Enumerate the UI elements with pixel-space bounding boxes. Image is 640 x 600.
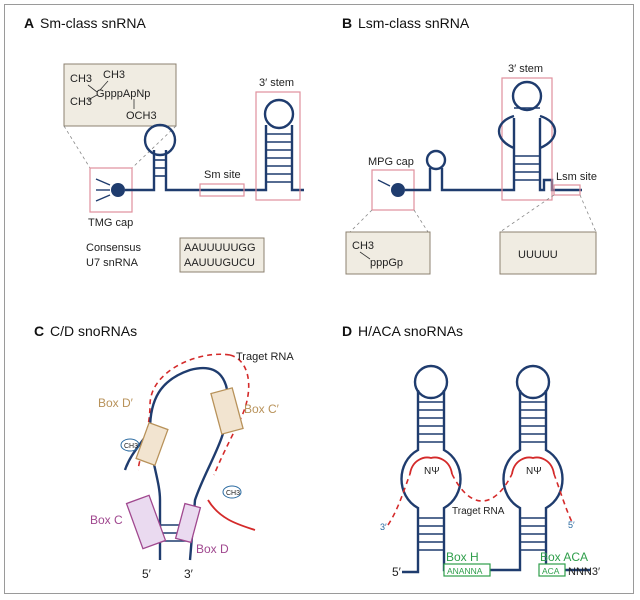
box-d-prime: [135, 421, 169, 467]
box-h-label: Box H: [446, 550, 479, 564]
box-d: [174, 502, 202, 544]
mpg-chem-core: pppGp: [370, 257, 403, 269]
small-loop: [425, 149, 447, 171]
cap-dot: [111, 183, 125, 197]
box-c-label: Box C: [90, 513, 123, 527]
end-3-label: 3′: [184, 567, 194, 581]
hairpin-loop: [143, 123, 177, 157]
target-rna-label: Traget RNA: [452, 506, 505, 517]
tmg-cap-label: TMG cap: [88, 217, 133, 229]
panel-a-letter: A: [24, 15, 34, 31]
box-d-label: Box D: [196, 542, 229, 556]
chem-ch3-3: CH3: [70, 96, 92, 108]
chem-bond: [87, 84, 98, 93]
box-h-seq: ANANNA: [447, 566, 483, 576]
methyl-badge: [120, 438, 140, 452]
chem-ch3-2: CH3: [103, 69, 125, 81]
panel-c-title: C/D snoRNAs: [50, 323, 137, 339]
cap-dot: [391, 183, 405, 197]
stem-loop: [263, 98, 295, 130]
hairpin-2-loop: [515, 364, 551, 400]
box-c: [125, 494, 167, 550]
target-rna: [511, 456, 555, 475]
end-5-label: 5′: [142, 567, 152, 581]
box-d-prime-label: Box D′: [98, 396, 134, 410]
stem-rungs: [154, 159, 166, 177]
target-3-end: 3′: [380, 522, 387, 532]
consensus-label: Consensus: [86, 242, 142, 254]
three-prime-stem-box: [255, 91, 301, 201]
lsm-site-label: Lsm site: [556, 171, 597, 183]
panel-d: D H/ACA snoRNAs NΨ N: [342, 323, 600, 579]
u7-label: U7 snRNA: [86, 257, 139, 269]
panel-b: B Lsm-class snRNA MPG cap 3′ stem Lsm si…: [342, 15, 597, 275]
mpg-chem-box: [345, 231, 431, 275]
zoom-line: [63, 125, 91, 169]
chem-core: GpppApNp: [96, 88, 150, 100]
lsm-seq: UUUUU: [518, 249, 558, 261]
panel-a-title: Sm-class snRNA: [40, 15, 146, 31]
psi-label: NΨ: [526, 466, 542, 477]
lsm-seq-box: [499, 231, 597, 275]
panel-c-letter: C: [34, 323, 44, 339]
target-rna: [137, 353, 231, 471]
chem-bond: [87, 94, 98, 101]
zoom-line: [131, 125, 177, 169]
sequence-box: [179, 237, 265, 273]
stem-label: 3′ stem: [259, 77, 294, 89]
panel-b-title: Lsm-class snRNA: [358, 15, 470, 31]
tmg-chem-box: [63, 63, 177, 127]
consensus-seq: AAUUUUUGG: [184, 242, 256, 254]
stem-loop: [511, 80, 543, 112]
box-c-prime-label: Box C′: [244, 402, 280, 416]
target-rna: [409, 456, 453, 475]
target-rna: [207, 499, 256, 531]
tail-seq: NNN3′: [568, 566, 600, 578]
methyl-label: CH3: [124, 443, 138, 450]
panel-d-letter: D: [342, 323, 352, 339]
box-h: [443, 563, 491, 577]
target-5-end: 5′: [568, 520, 575, 530]
u7-seq: AAUUUGUCU: [184, 257, 255, 269]
stem-rungs: [418, 401, 546, 551]
mpg-chem-ch3: CH3: [352, 240, 374, 252]
panel-c: C C/D snoRNAs Traget RNA Box D′ Box C′ B…: [34, 323, 294, 581]
box-aca-label: Box ACA: [540, 550, 588, 564]
chem-och3: OCH3: [126, 110, 157, 122]
target-rna-label: Traget RNA: [236, 351, 294, 363]
stem-rungs: [266, 133, 292, 183]
panel-a: A Sm-class snRNA CH3 CH3 CH3 GpppApNp OC…: [24, 15, 304, 273]
methyl-label: CH3: [226, 490, 240, 497]
lsm-site-box: [553, 184, 581, 196]
methyl-badge: [222, 485, 242, 499]
sm-site-label: Sm site: [204, 169, 241, 181]
box-aca-seq: ACA: [542, 566, 560, 576]
panel-b-letter: B: [342, 15, 352, 31]
chem-bond: [99, 80, 109, 91]
hairpin-1-loop: [413, 364, 449, 400]
panel-d-title: H/ACA snoRNAs: [358, 323, 463, 339]
sm-site-box: [199, 183, 245, 197]
stem-label: 3′ stem: [508, 63, 543, 75]
box-aca: [538, 563, 566, 577]
box-c-prime: [210, 387, 244, 435]
stem-rungs: [514, 107, 540, 181]
psi-label: NΨ: [424, 466, 440, 477]
end-5-label: 5′: [392, 565, 402, 579]
mpg-cap-label: MPG cap: [368, 156, 414, 168]
chem-ch3-1: CH3: [70, 73, 92, 85]
